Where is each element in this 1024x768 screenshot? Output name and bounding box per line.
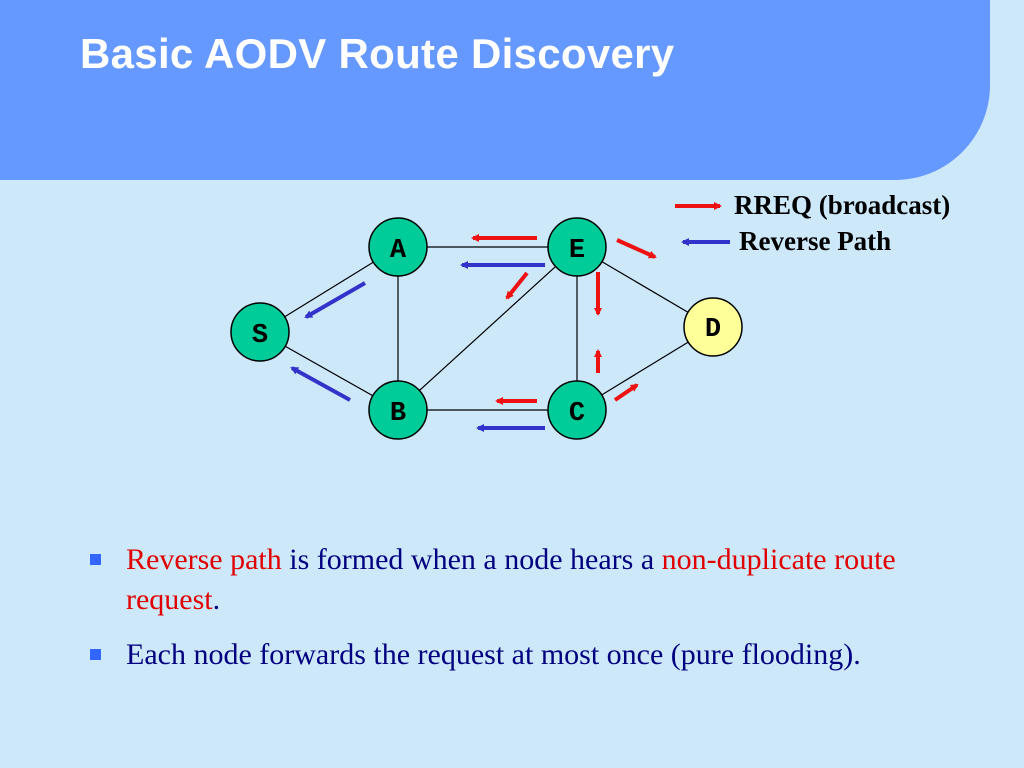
legend: RREQ (broadcast) Reverse Path [675,190,950,256]
aodv-diagram: S A E B C D RREQ (broadcast) Reverse Pat… [230,190,950,440]
node-d-label: D [705,315,721,345]
node-a: A [368,217,428,277]
node-s-circle [230,302,290,362]
bullet-text-period: . [212,583,221,616]
rreq-arrows [471,234,657,405]
node-b: B [368,380,428,440]
legend-rreq-label: RREQ (broadcast) [734,190,950,220]
reverse-arrow-b-to-s [290,366,351,402]
slide-title: Basic AODV Route Discovery [80,30,675,77]
bullet-list: Reverse path is formed when a node hears… [90,540,950,690]
node-d-circle [683,297,743,357]
node-c: C [547,380,607,440]
highlight-non-duplicate-request: non-duplicate route request [126,543,896,616]
network-edges [259,246,714,411]
rreq-arrow-e-to-d [616,238,657,259]
rreq-arrow-c-to-d [613,383,639,402]
node-d: D [683,297,743,357]
header-band [0,0,990,180]
square-bullet-icon [90,649,101,660]
bullet-text-segment: is formed when a node hears a [281,543,662,576]
node-s-label: S [252,321,268,351]
bullet-flooding: Each node forwards the request at most o… [90,635,950,675]
highlight-reverse-path: Reverse path [126,543,282,576]
bullet-flooding-text: Each node forwards the request at most o… [126,638,861,671]
node-a-label: A [390,236,407,266]
node-c-label: C [569,399,585,429]
node-e-circle [547,217,607,277]
node-c-circle [547,380,607,440]
legend-reverse-label: Reverse Path [739,226,891,256]
edge-b-e [397,246,578,411]
node-e: E [547,217,607,277]
reverse-path-arrows [290,261,545,432]
node-a-circle [368,217,428,277]
node-s: S [230,302,290,362]
rreq-arrow-e-to-b [505,271,529,300]
square-bullet-icon [90,554,101,565]
node-e-label: E [569,236,585,266]
node-b-label: B [390,399,406,429]
node-b-circle [368,380,428,440]
reverse-arrow-a-to-s [304,281,366,319]
bullet-reverse-path: Reverse path is formed when a node hears… [90,540,950,620]
